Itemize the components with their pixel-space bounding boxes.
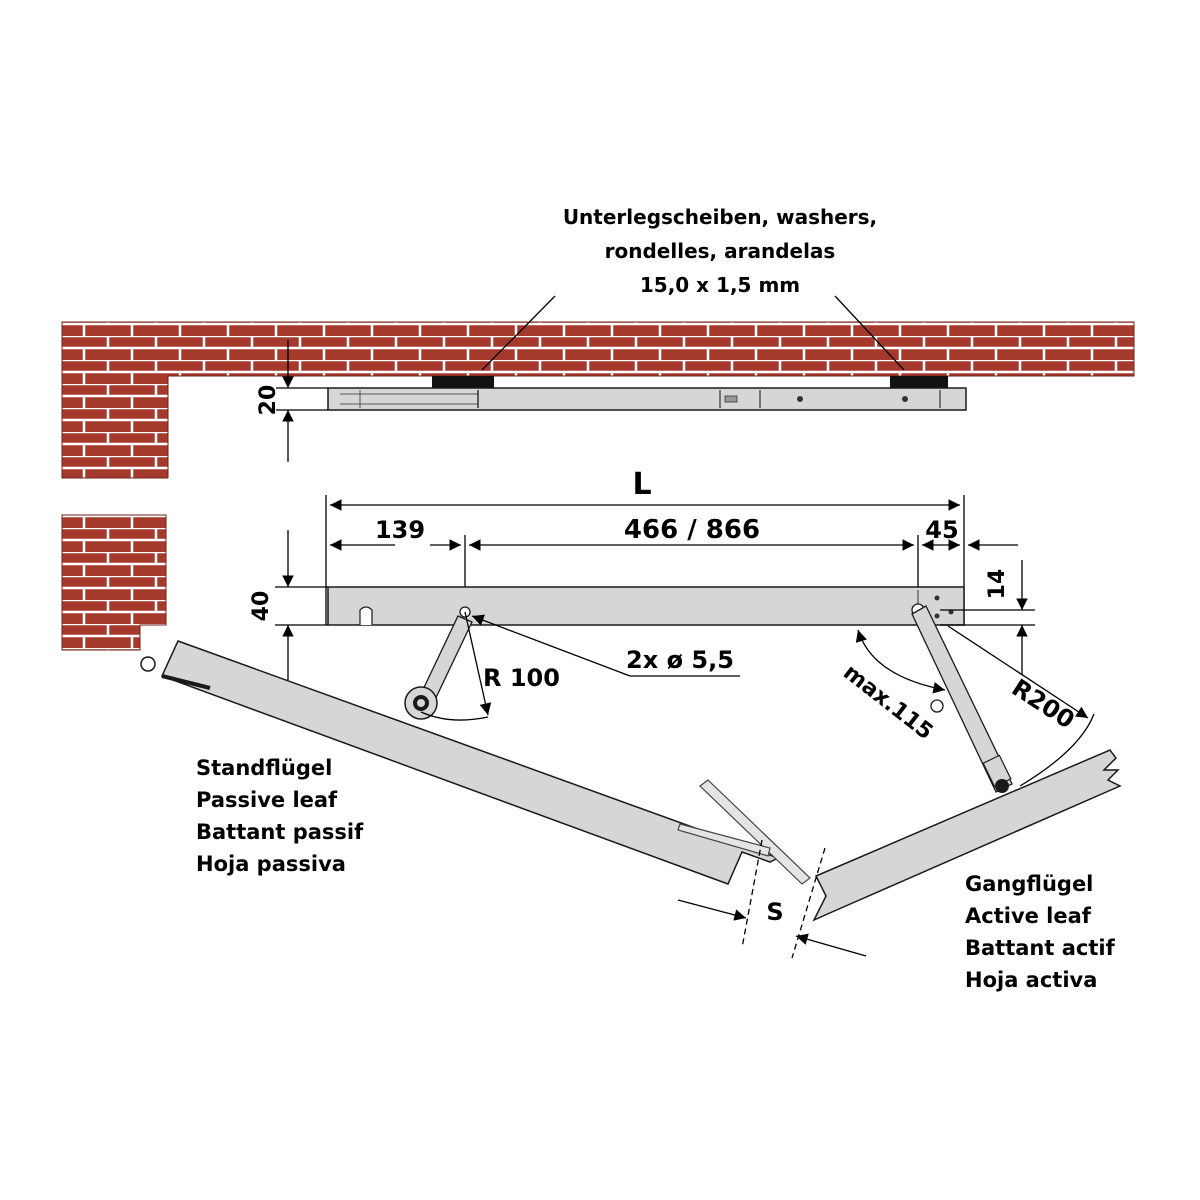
active-leaf-de: Gangflügel xyxy=(965,872,1094,896)
brick-wall-top xyxy=(61,321,1135,479)
angle-arc xyxy=(855,629,946,694)
radius-large-label: R200 xyxy=(1007,674,1080,735)
large-arm xyxy=(911,605,1013,793)
washer-label-line3: 15,0 x 1,5 mm xyxy=(639,273,801,297)
dim-20 xyxy=(276,340,328,462)
dim-14-label: 14 xyxy=(985,569,1010,600)
dim-r200 xyxy=(947,625,1095,787)
passive-leaf-fr: Battant passif xyxy=(196,820,364,844)
passive-leaf-es: Hoja passiva xyxy=(196,852,346,876)
brick-wall-pillar xyxy=(61,514,167,651)
washer-label-line1: Unterlegscheiben, washers, xyxy=(562,205,878,229)
dim-45-label: 45 xyxy=(925,516,958,544)
dim-l-label: L xyxy=(632,467,651,502)
dim-14 xyxy=(940,560,1035,675)
gap-label: S xyxy=(766,898,783,926)
active-leaf-label: Gangflügel Active leaf Battant actif Hoj… xyxy=(965,868,1115,996)
passive-leaf-en: Passive leaf xyxy=(196,788,338,812)
passive-leaf-de: Standflügel xyxy=(196,756,333,780)
active-leaf-en: Active leaf xyxy=(965,904,1091,928)
rail-side-view xyxy=(327,586,965,626)
active-leaf-fr: Battant actif xyxy=(965,936,1115,960)
holes-label: 2x ø 5,5 xyxy=(626,646,734,674)
washer-leader-lines xyxy=(481,295,905,371)
active-leaf xyxy=(812,749,1122,922)
dim-40 xyxy=(275,530,328,680)
washer-left xyxy=(432,376,494,388)
holes-leader xyxy=(471,614,740,677)
rail-top-view xyxy=(327,387,967,411)
active-leaf-es: Hoja activa xyxy=(965,968,1098,992)
washer-label: Unterlegscheiben, washers, rondelles, ar… xyxy=(500,200,940,302)
dim-row-2 xyxy=(330,535,1018,612)
guide-blades xyxy=(677,779,811,885)
radius-small-label: R 100 xyxy=(483,664,560,692)
dim-139-label: 139 xyxy=(375,516,425,544)
washer-label-line2: rondelles, arandelas xyxy=(604,239,836,263)
dim-40-label: 40 xyxy=(249,591,274,622)
dim-middle-label: 466 / 866 xyxy=(624,515,760,545)
dim-r100 xyxy=(420,611,492,721)
small-arm xyxy=(404,615,473,720)
dim-20-label: 20 xyxy=(256,385,281,416)
passive-leaf-label: Standflügel Passive leaf Battant passif … xyxy=(196,752,363,880)
washer-right xyxy=(890,376,948,388)
gap-dimension xyxy=(677,839,867,959)
angle-label: max.115 xyxy=(838,660,937,745)
